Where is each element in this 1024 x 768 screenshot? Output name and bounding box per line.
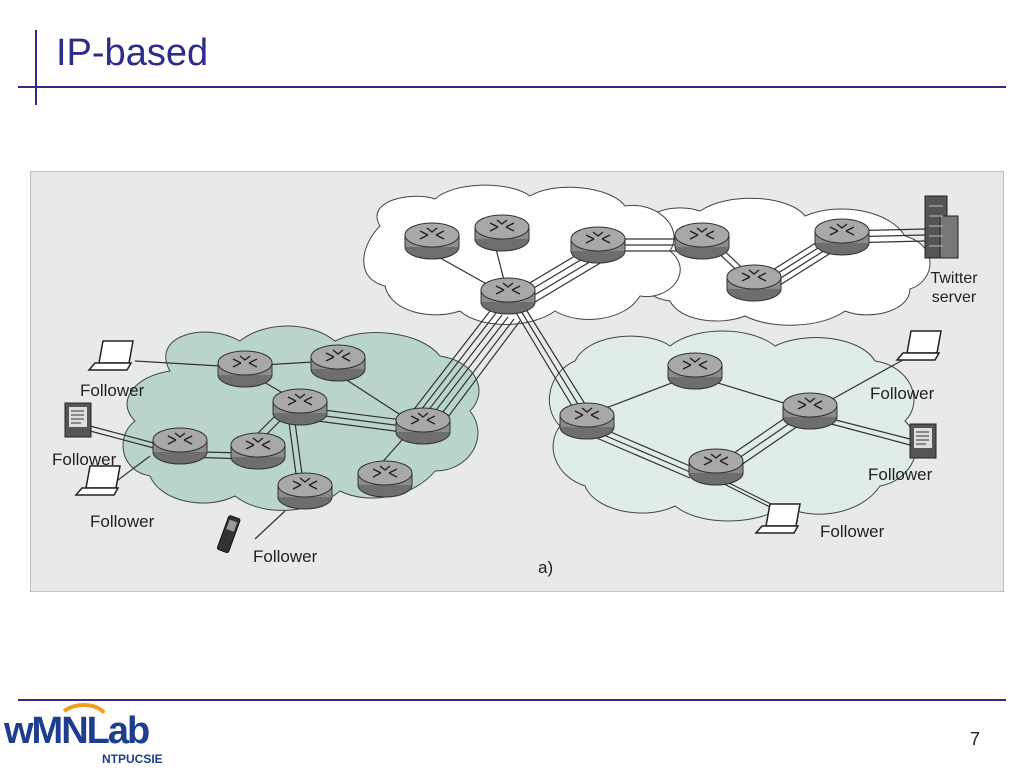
logo-main-text: wMNLab <box>4 710 149 752</box>
logo-sub-text: NTPUCSIE <box>102 752 163 765</box>
edge-router <box>667 352 723 390</box>
network-diagram: Twitter server Follower Follower Followe… <box>30 171 1004 592</box>
footer-divider <box>18 699 1006 701</box>
follower-label: Follower <box>52 450 117 469</box>
core-router <box>474 214 530 252</box>
desktop-icon <box>64 402 92 438</box>
top-core-cloud <box>363 184 681 325</box>
server-router <box>674 222 730 260</box>
core-router <box>480 277 536 315</box>
server-label-line2: server <box>932 289 977 306</box>
edge-router <box>559 402 615 440</box>
diagram-caption: a) <box>538 558 553 577</box>
title-accent-bar <box>35 30 37 105</box>
follower-label: Follower <box>80 381 145 400</box>
follower-label: Follower <box>870 384 935 403</box>
edge-router <box>217 350 273 388</box>
follower-label: Follower <box>253 547 318 566</box>
edge-router <box>395 407 451 445</box>
server-router <box>814 218 870 256</box>
follower-label: Follower <box>820 522 885 541</box>
edge-router <box>272 388 328 426</box>
core-router <box>404 222 460 260</box>
wmnlab-logo: wMNLab NTPUCSIE <box>4 703 163 765</box>
right-network-cloud <box>548 330 917 522</box>
edge-router <box>782 392 838 430</box>
title-divider <box>18 86 1006 88</box>
page-number: 7 <box>970 729 981 749</box>
edge-router-large <box>152 427 208 465</box>
slide-title: IP-based <box>56 32 209 74</box>
follower-label: Follower <box>868 465 933 484</box>
desktop-icon <box>909 423 937 459</box>
edge-router <box>277 472 333 510</box>
edge-router <box>310 344 366 382</box>
server-router <box>726 264 782 302</box>
server-label-line1: Twitter <box>930 270 978 287</box>
edge-router <box>357 460 413 498</box>
follower-label: Follower <box>90 512 155 531</box>
edge-router <box>230 432 286 470</box>
twitter-server-icon <box>924 195 959 259</box>
core-router <box>570 226 626 264</box>
mobile-phone-icon <box>216 515 241 554</box>
edge-router <box>688 448 744 486</box>
